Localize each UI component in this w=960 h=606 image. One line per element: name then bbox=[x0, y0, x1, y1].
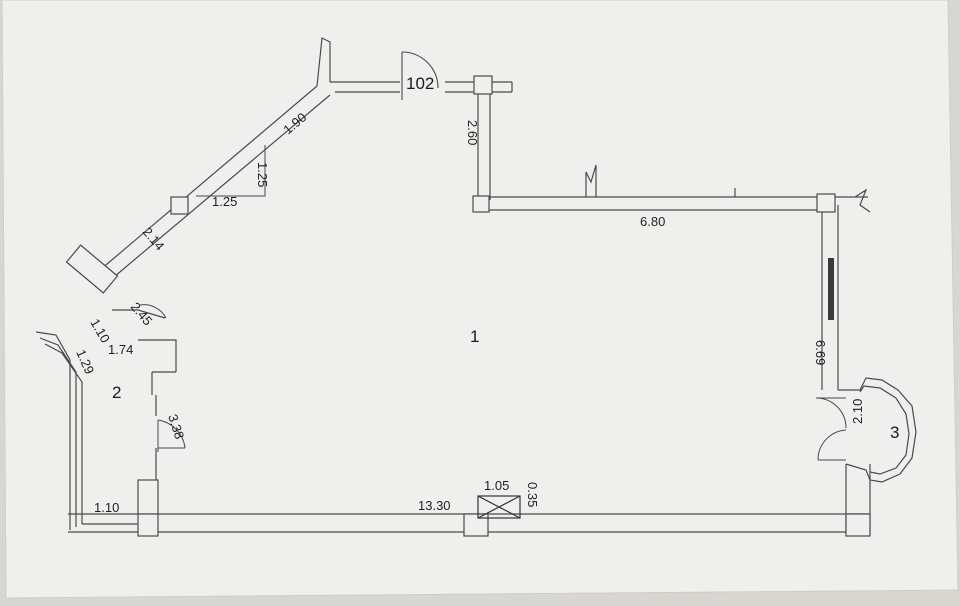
columns bbox=[65, 75, 871, 537]
top-right-wall bbox=[475, 188, 871, 213]
column bbox=[170, 196, 189, 215]
dim-small-174: 1.74 bbox=[108, 342, 133, 357]
diagonal-wall bbox=[99, 85, 331, 283]
dim-bay-width: 2.10 bbox=[850, 399, 865, 424]
diagonal-stub bbox=[316, 37, 331, 87]
right-window bbox=[828, 258, 834, 320]
bay-wall bbox=[838, 377, 917, 483]
door-swing-102 bbox=[401, 51, 439, 89]
dim-bottom-main: 13.30 bbox=[418, 498, 451, 513]
dimension-lines bbox=[196, 145, 266, 197]
column bbox=[816, 193, 836, 213]
left-outer-wall bbox=[35, 331, 138, 530]
vertical-wall bbox=[477, 86, 491, 200]
dim-bottom-left: 1.10 bbox=[94, 500, 119, 515]
column bbox=[473, 75, 493, 95]
dim-top-horiz: 1.25 bbox=[212, 194, 237, 209]
partition-stub bbox=[585, 164, 736, 197]
vent-marker bbox=[477, 495, 521, 519]
door-swing-left-2 bbox=[157, 419, 186, 449]
column bbox=[472, 195, 490, 213]
room-label-side: 2 bbox=[112, 383, 121, 402]
dim-vent-w: 1.05 bbox=[484, 478, 509, 493]
dim-vent-h: 0.35 bbox=[525, 482, 540, 507]
column bbox=[845, 513, 871, 537]
dim-top-vert: 1.25 bbox=[255, 162, 270, 187]
door-swing-left bbox=[139, 304, 167, 319]
bay-door-leaves bbox=[816, 397, 846, 461]
right-wall bbox=[821, 205, 871, 532]
dim-wall-v: 2.60 bbox=[465, 120, 480, 145]
left-inner-walls bbox=[112, 309, 177, 480]
room-label-corner: 102 bbox=[406, 74, 434, 93]
vent-box bbox=[477, 495, 521, 519]
left-column bbox=[137, 479, 159, 515]
doors bbox=[139, 51, 847, 461]
column bbox=[463, 513, 489, 537]
column bbox=[137, 513, 159, 537]
dim-small-338: 3.38 bbox=[165, 412, 187, 441]
room-label-bay: 3 bbox=[890, 423, 899, 442]
bay-wall-inner bbox=[859, 385, 910, 475]
walls bbox=[35, 37, 917, 533]
room-label-main: 1 bbox=[470, 327, 479, 346]
dim-top-right: 6.80 bbox=[640, 214, 665, 229]
dim-right-wall: 6.69 bbox=[813, 340, 828, 365]
bay-door-bottom bbox=[817, 429, 847, 461]
door-leaf-left-2 bbox=[157, 420, 185, 452]
column bbox=[65, 244, 119, 294]
vent-cross bbox=[477, 495, 521, 519]
